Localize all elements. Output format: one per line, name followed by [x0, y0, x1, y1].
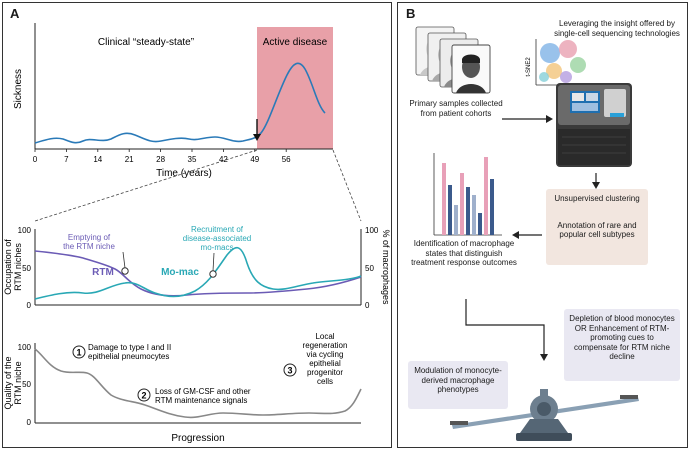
right-tick-50: 50 — [365, 264, 374, 273]
active-disease-label: Active disease — [263, 37, 328, 48]
active-disease-region — [257, 27, 333, 149]
macrophage-bar-chart-illustration — [433, 153, 502, 236]
illustration-bar — [442, 163, 446, 235]
arrow-to-clustering-head — [592, 182, 600, 189]
panel-b: t-SNE2 — [397, 2, 688, 448]
step-3-line4: epithelial — [309, 359, 341, 368]
middle-y-label-line2: RTM niches — [13, 243, 23, 291]
step-1-number: 1 — [76, 348, 81, 358]
illustration-bar — [460, 173, 464, 235]
niche-quality-line — [34, 348, 362, 419]
bottom-y-label-line1: Quality of the — [3, 356, 13, 409]
step-2-number: 2 — [141, 391, 146, 401]
modulation-box: Modulation of monocyte-derived macrophag… — [408, 361, 508, 409]
recruitment-annotation-line1: Recruitment of — [191, 225, 244, 234]
insight-text: Leveraging the insight offered by single… — [554, 19, 680, 38]
patient-portraits-illustration — [415, 26, 491, 94]
top-x-tick-label: 7 — [64, 155, 69, 164]
recruitment-annotation-line3: mo-macs — [201, 243, 234, 252]
step-3-line3: via cycling — [307, 350, 344, 359]
top-x-tick-label: 28 — [156, 155, 165, 164]
recruitment-pointer — [212, 252, 215, 272]
middle-y-label-line1: Occupation of — [3, 239, 13, 295]
steady-state-label: Clinical “steady-state” — [98, 37, 194, 48]
recruitment-annotation-line2: disease-associated — [183, 234, 251, 243]
tsne-axis-label: t-SNE2 — [526, 57, 532, 77]
momac-line — [34, 246, 362, 300]
onset-arrowhead — [253, 134, 261, 141]
clustering-box: Unsupervised clustering Annotation of ra… — [546, 189, 648, 265]
top-x-tick-label: 56 — [282, 155, 291, 164]
step-3-line5: progenitor — [307, 368, 343, 377]
step-1-badge — [72, 345, 86, 359]
balance-scale-illustration — [450, 389, 639, 441]
illustration-bar — [472, 195, 476, 235]
arrow-to-identification-head — [512, 231, 519, 239]
top-x-tick-label: 35 — [188, 155, 197, 164]
left-tick-50: 50 — [22, 264, 31, 273]
emptying-marker — [121, 267, 129, 275]
top-x-tick-label: 0 — [33, 155, 38, 164]
annotation-text: Annotation of rare and popular cell subt… — [557, 220, 637, 240]
sequencer-illustration — [556, 83, 632, 167]
arrow-to-therapy-head — [540, 354, 548, 361]
zoom-connector-left — [34, 149, 258, 222]
illustration-bar — [478, 213, 482, 235]
top-y-label: Sickness — [13, 69, 24, 109]
illustration-bar — [484, 157, 488, 235]
momac-label: Mo-mac — [161, 267, 199, 278]
step-3-line1: Local — [315, 332, 334, 341]
arrow-to-sequencer-head — [546, 115, 553, 123]
tsne-plot-illustration — [535, 39, 588, 86]
panel-b-figure: t-SNE2 — [415, 26, 639, 441]
bottom-tick-50: 50 — [22, 380, 31, 389]
top-x-tick-label: 14 — [93, 155, 102, 164]
panel-b-label: B — [406, 6, 416, 21]
bottom-y-label-line2: RTM niche — [13, 361, 23, 404]
left-tick-0: 0 — [27, 301, 32, 310]
step-1-line1: Damage to type I and II — [88, 343, 171, 352]
zoom-connector-right — [332, 149, 362, 222]
right-tick-100: 100 — [365, 226, 379, 235]
emptying-annotation-line1: Emptying of — [68, 233, 111, 242]
step-2-line2: RTM maintenance signals — [155, 396, 247, 405]
panel-a-label: A — [10, 6, 20, 21]
step-2-badge — [137, 388, 151, 402]
step-3-number: 3 — [287, 366, 292, 376]
bottom-tick-0: 0 — [27, 418, 32, 427]
middle-y-label-right: % of macrophages — [381, 229, 391, 305]
step-2-line1: Loss of GM-CSF and other — [155, 387, 251, 396]
clustering-text: Unsupervised clustering — [554, 194, 640, 203]
recruitment-marker — [209, 270, 217, 278]
arrow-to-therapy — [465, 299, 545, 355]
step-1-line2: epithelial pneumocytes — [88, 352, 169, 361]
primary-samples-text: Primary samples collected from patient c… — [409, 99, 503, 118]
illustration-bar — [466, 187, 470, 235]
bottom-tick-100: 100 — [18, 343, 32, 352]
emptying-annotation-line2: the RTM niche — [63, 242, 115, 251]
sickness-line — [34, 62, 326, 144]
emptying-pointer — [122, 251, 126, 269]
right-tick-0: 0 — [365, 301, 370, 310]
top-x-tick-label: 42 — [219, 155, 228, 164]
illustration-bar — [490, 179, 494, 235]
illustration-bar — [454, 205, 458, 235]
illustration-bar — [448, 185, 452, 235]
step-3-line6: cells — [317, 377, 333, 386]
top-x-ticks: 0 7 14 21 28 35 42 49 56 — [33, 149, 291, 164]
depletion-box: Depletion of blood monocytes OR Enhancem… — [564, 309, 680, 381]
rtm-label: RTM — [92, 267, 114, 278]
top-x-tick-label: 21 — [125, 155, 134, 164]
step-3-line2: regeneration — [303, 341, 348, 350]
identification-text: Identification of macrophage states that… — [411, 239, 517, 267]
bottom-x-label: Progression — [171, 433, 224, 444]
left-tick-100: 100 — [18, 226, 32, 235]
step-3-badge — [283, 363, 297, 377]
top-x-tick-label: 49 — [250, 155, 259, 164]
